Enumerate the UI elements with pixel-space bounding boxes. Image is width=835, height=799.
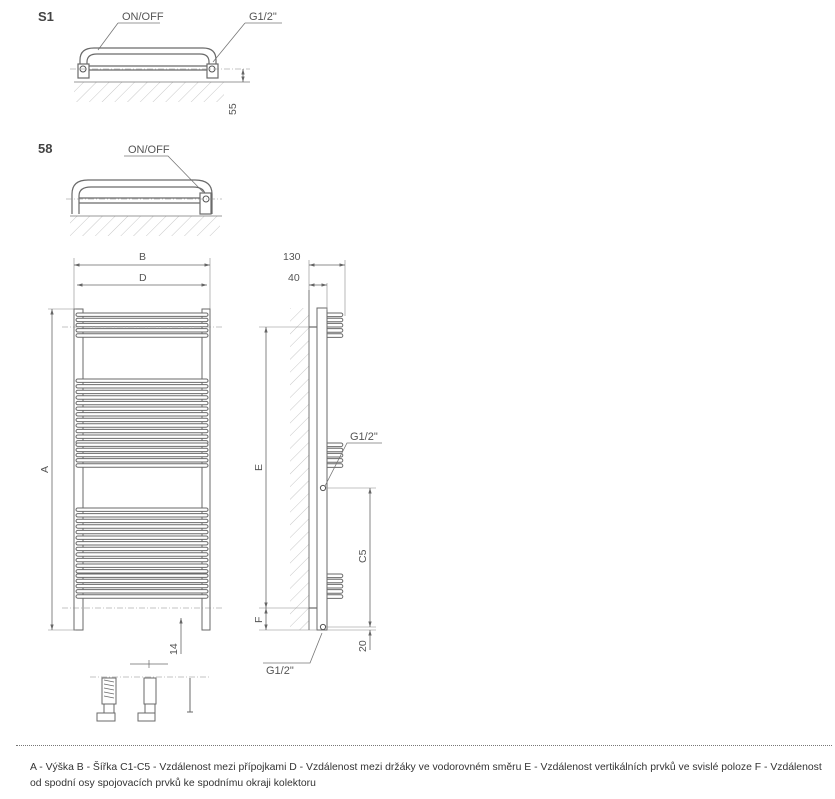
dim-depth-130: 130	[283, 251, 301, 263]
s1-depth-dim: 55	[227, 103, 239, 115]
front-tube	[75, 395, 209, 400]
side-tube	[327, 442, 344, 448]
side-tube	[327, 452, 344, 458]
front-tube	[75, 541, 209, 546]
front-tube	[75, 513, 209, 518]
front-tube	[75, 406, 209, 411]
front-tube	[75, 328, 209, 333]
front-tube	[75, 400, 209, 406]
dim-c5: C5	[357, 549, 369, 563]
front-tube	[75, 378, 209, 383]
s1-on-off-label: ON/OFF	[122, 11, 164, 23]
s58-on-off-label: ON/OFF	[128, 144, 170, 156]
side-tube	[327, 463, 344, 468]
front-tube	[75, 458, 209, 463]
front-tube	[75, 583, 209, 589]
dim-height-a: A	[39, 466, 51, 473]
side-tube	[327, 594, 344, 599]
dim-width-d: D	[139, 272, 147, 284]
s58-rail-top-view	[71, 179, 213, 215]
front-tube	[75, 447, 209, 453]
front-tube	[75, 578, 209, 584]
front-tube	[75, 529, 209, 535]
dim-depth-40: 40	[288, 272, 300, 284]
section-s1: S1 ON/OFF G1/2" 55	[38, 9, 282, 115]
side-tube	[327, 447, 344, 453]
front-tube	[75, 594, 209, 599]
front-tube	[75, 434, 209, 439]
front-tube	[75, 423, 209, 428]
side-tube	[327, 589, 344, 594]
front-tube	[75, 417, 209, 423]
side-tube	[327, 573, 344, 579]
front-tube	[75, 507, 209, 512]
radiator-side-view	[290, 290, 344, 631]
front-tube	[75, 389, 209, 395]
bottom-connection-detail	[90, 660, 210, 722]
dim-14: 14	[168, 643, 180, 655]
front-tube	[75, 535, 209, 540]
side-tube	[327, 317, 344, 323]
front-tube	[75, 333, 209, 338]
front-tube	[75, 428, 209, 434]
front-tube	[75, 546, 209, 552]
dim-f: F	[253, 617, 265, 623]
section-58: 58 ON/OFF B D	[38, 141, 382, 722]
front-tube	[75, 463, 209, 468]
dim-width-b: B	[139, 251, 146, 263]
front-tube	[75, 569, 209, 574]
side-tube	[327, 322, 344, 328]
front-tube	[75, 573, 209, 578]
side-tube	[327, 583, 344, 589]
section-title-58: 58	[38, 141, 52, 156]
front-tube	[75, 312, 209, 317]
dim-height-e: E	[253, 464, 265, 471]
s1-thread-label: G1/2"	[249, 11, 277, 23]
front-tube	[75, 552, 209, 557]
side-tube	[327, 312, 344, 318]
front-tube	[75, 442, 209, 447]
side-tube	[327, 458, 344, 463]
legend-divider	[16, 745, 832, 746]
side-thread-label-upper: G1/2"	[350, 431, 378, 443]
side-tube	[327, 333, 344, 338]
front-tube	[75, 322, 209, 328]
dimension-legend: A - Výška B - Šířka C1-C5 - Vzdálenost m…	[30, 762, 822, 789]
front-tube	[75, 412, 209, 417]
side-tube	[327, 578, 344, 584]
section-title-s1: S1	[38, 9, 54, 24]
front-tube	[75, 317, 209, 323]
front-tube	[75, 589, 209, 594]
front-tube	[75, 524, 209, 529]
front-tube	[75, 384, 209, 389]
front-tube	[75, 563, 209, 568]
radiator-front-view	[73, 308, 211, 631]
dim-20: 20	[357, 640, 369, 652]
technical-drawing: S1 ON/OFF G1/2" 55 58 ON/OFF	[38, 9, 382, 722]
front-tube	[75, 452, 209, 458]
side-thread-label-lower: G1/2"	[266, 665, 294, 677]
front-tube	[75, 557, 209, 563]
s1-rail-top-view	[77, 47, 219, 79]
front-tube	[75, 518, 209, 524]
side-tube	[327, 328, 344, 333]
